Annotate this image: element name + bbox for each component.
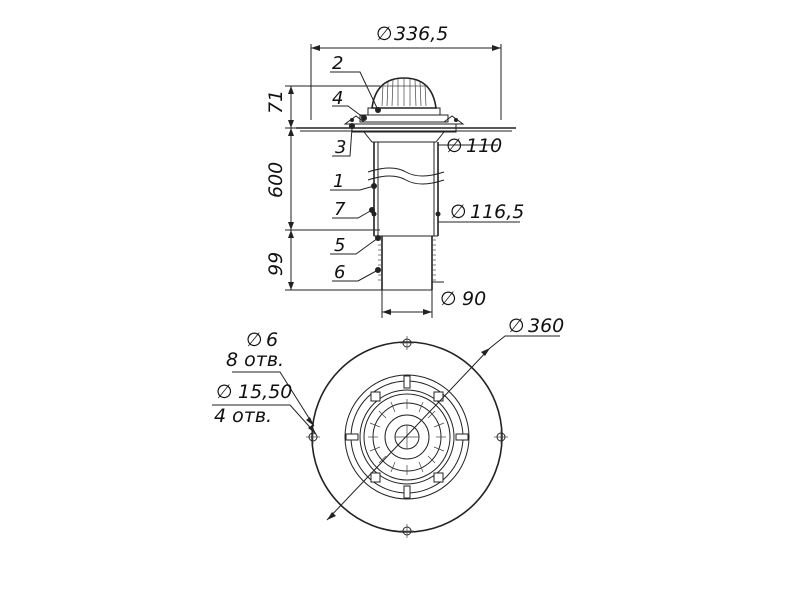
clamp-bolts: [345, 375, 469, 499]
dim-base-diameter: 360: [528, 315, 564, 337]
dim-flange-symbol: ∅: [376, 23, 393, 45]
dim-outlet-diameter: 90: [462, 288, 486, 310]
grate-slots: [368, 399, 446, 475]
dim-hole-small-symbol: ∅: [246, 329, 263, 351]
dim-base-symbol: ∅: [508, 315, 525, 337]
outlet-spigot: [374, 235, 438, 291]
dim-sleeve-symbol: ∅: [450, 201, 467, 223]
side-view: ∅ 336,5 ∅ 110 ∅ 116,5 ∅ 90 71 600 99 2 4…: [265, 23, 524, 318]
plan-view: ∅ 360 ∅ 6 8 отв. ∅ 15,50 4 отв.: [212, 315, 564, 538]
pipe-body: [367, 142, 445, 236]
dim-hole-small-count: 8 отв.: [226, 349, 284, 371]
part-label-4: 4: [332, 88, 343, 109]
part-leaders: [330, 71, 381, 282]
dim-hole-large-count: 4 отв.: [214, 405, 272, 427]
dim-outlet-symbol: ∅: [440, 288, 457, 310]
dim-pipe-diameter: 110: [466, 135, 502, 157]
dim-flange-diameter: 336,5: [394, 23, 448, 45]
dim-height-bottom: 99: [265, 252, 287, 276]
mounting-holes: [306, 336, 508, 538]
part-label-7: 7: [334, 199, 346, 220]
part-label-2: 2: [332, 53, 343, 74]
membrane-flange: [296, 127, 516, 132]
dim-pipe-symbol: ∅: [446, 135, 463, 157]
part-label-1: 1: [333, 171, 344, 192]
dim-sleeve-diameter: 116,5: [470, 201, 524, 223]
dim-hole-small-diameter: 6: [266, 329, 278, 351]
dim-height-top: 71: [265, 90, 287, 114]
dim-hole-large-diameter: 15,50: [238, 381, 292, 403]
dim-hole-large-symbol: ∅: [216, 381, 233, 403]
part-label-5: 5: [334, 235, 345, 256]
part-label-6: 6: [334, 262, 345, 283]
dim-height-middle: 600: [265, 162, 287, 198]
part-label-3: 3: [335, 137, 346, 158]
